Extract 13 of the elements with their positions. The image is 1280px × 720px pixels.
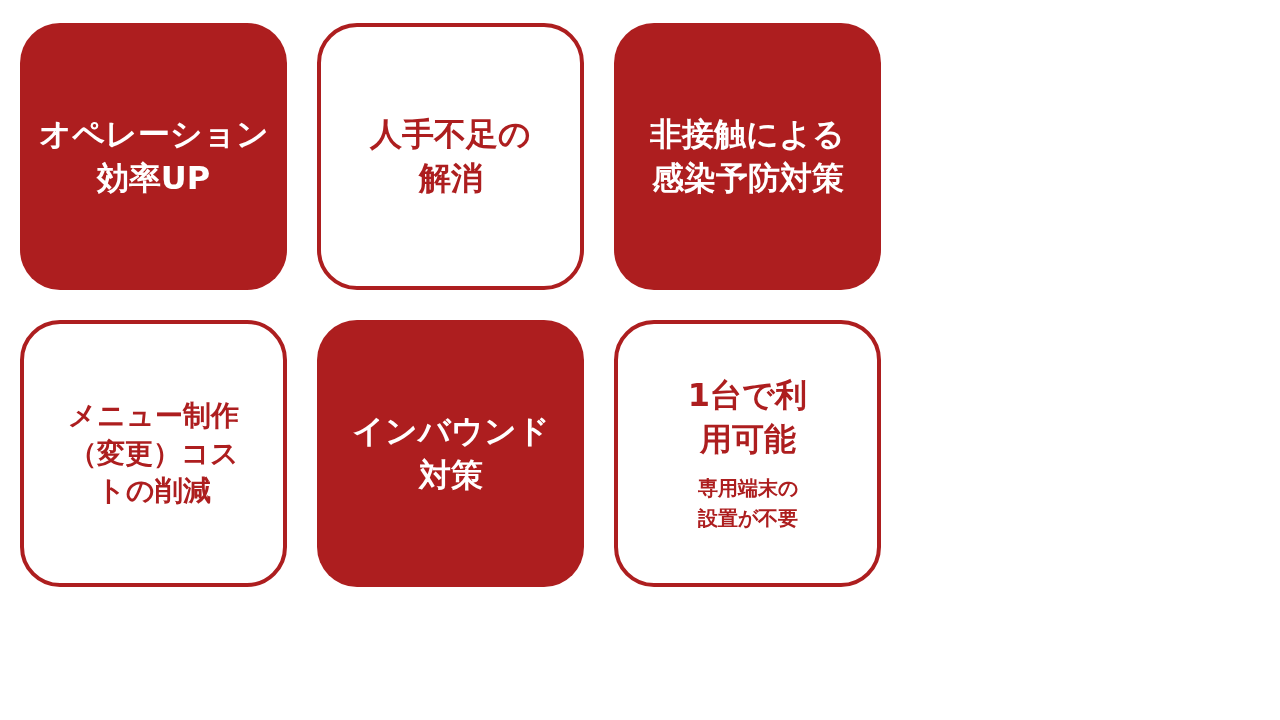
box-heading: 人手不足の解消 (368, 114, 532, 199)
outlined-rounded-box (317, 23, 584, 290)
filled-rounded-box (20, 23, 287, 290)
box-heading: 非接触による感染予防対策 (649, 114, 846, 199)
filled-rounded-box (614, 23, 881, 290)
filled-rounded-box (317, 320, 584, 587)
outlined-rounded-box (614, 320, 881, 587)
box-heading: 1台で利用可能 (686, 375, 809, 460)
box-heading: オペレーション効率UP (37, 114, 270, 199)
box-heading: インバウンド対策 (350, 411, 551, 496)
outlined-rounded-box (20, 320, 287, 587)
box-note: 専用端末の設置が不要 (696, 474, 799, 532)
box-heading: メニュー制作（変更）コストの削減 (67, 397, 240, 510)
